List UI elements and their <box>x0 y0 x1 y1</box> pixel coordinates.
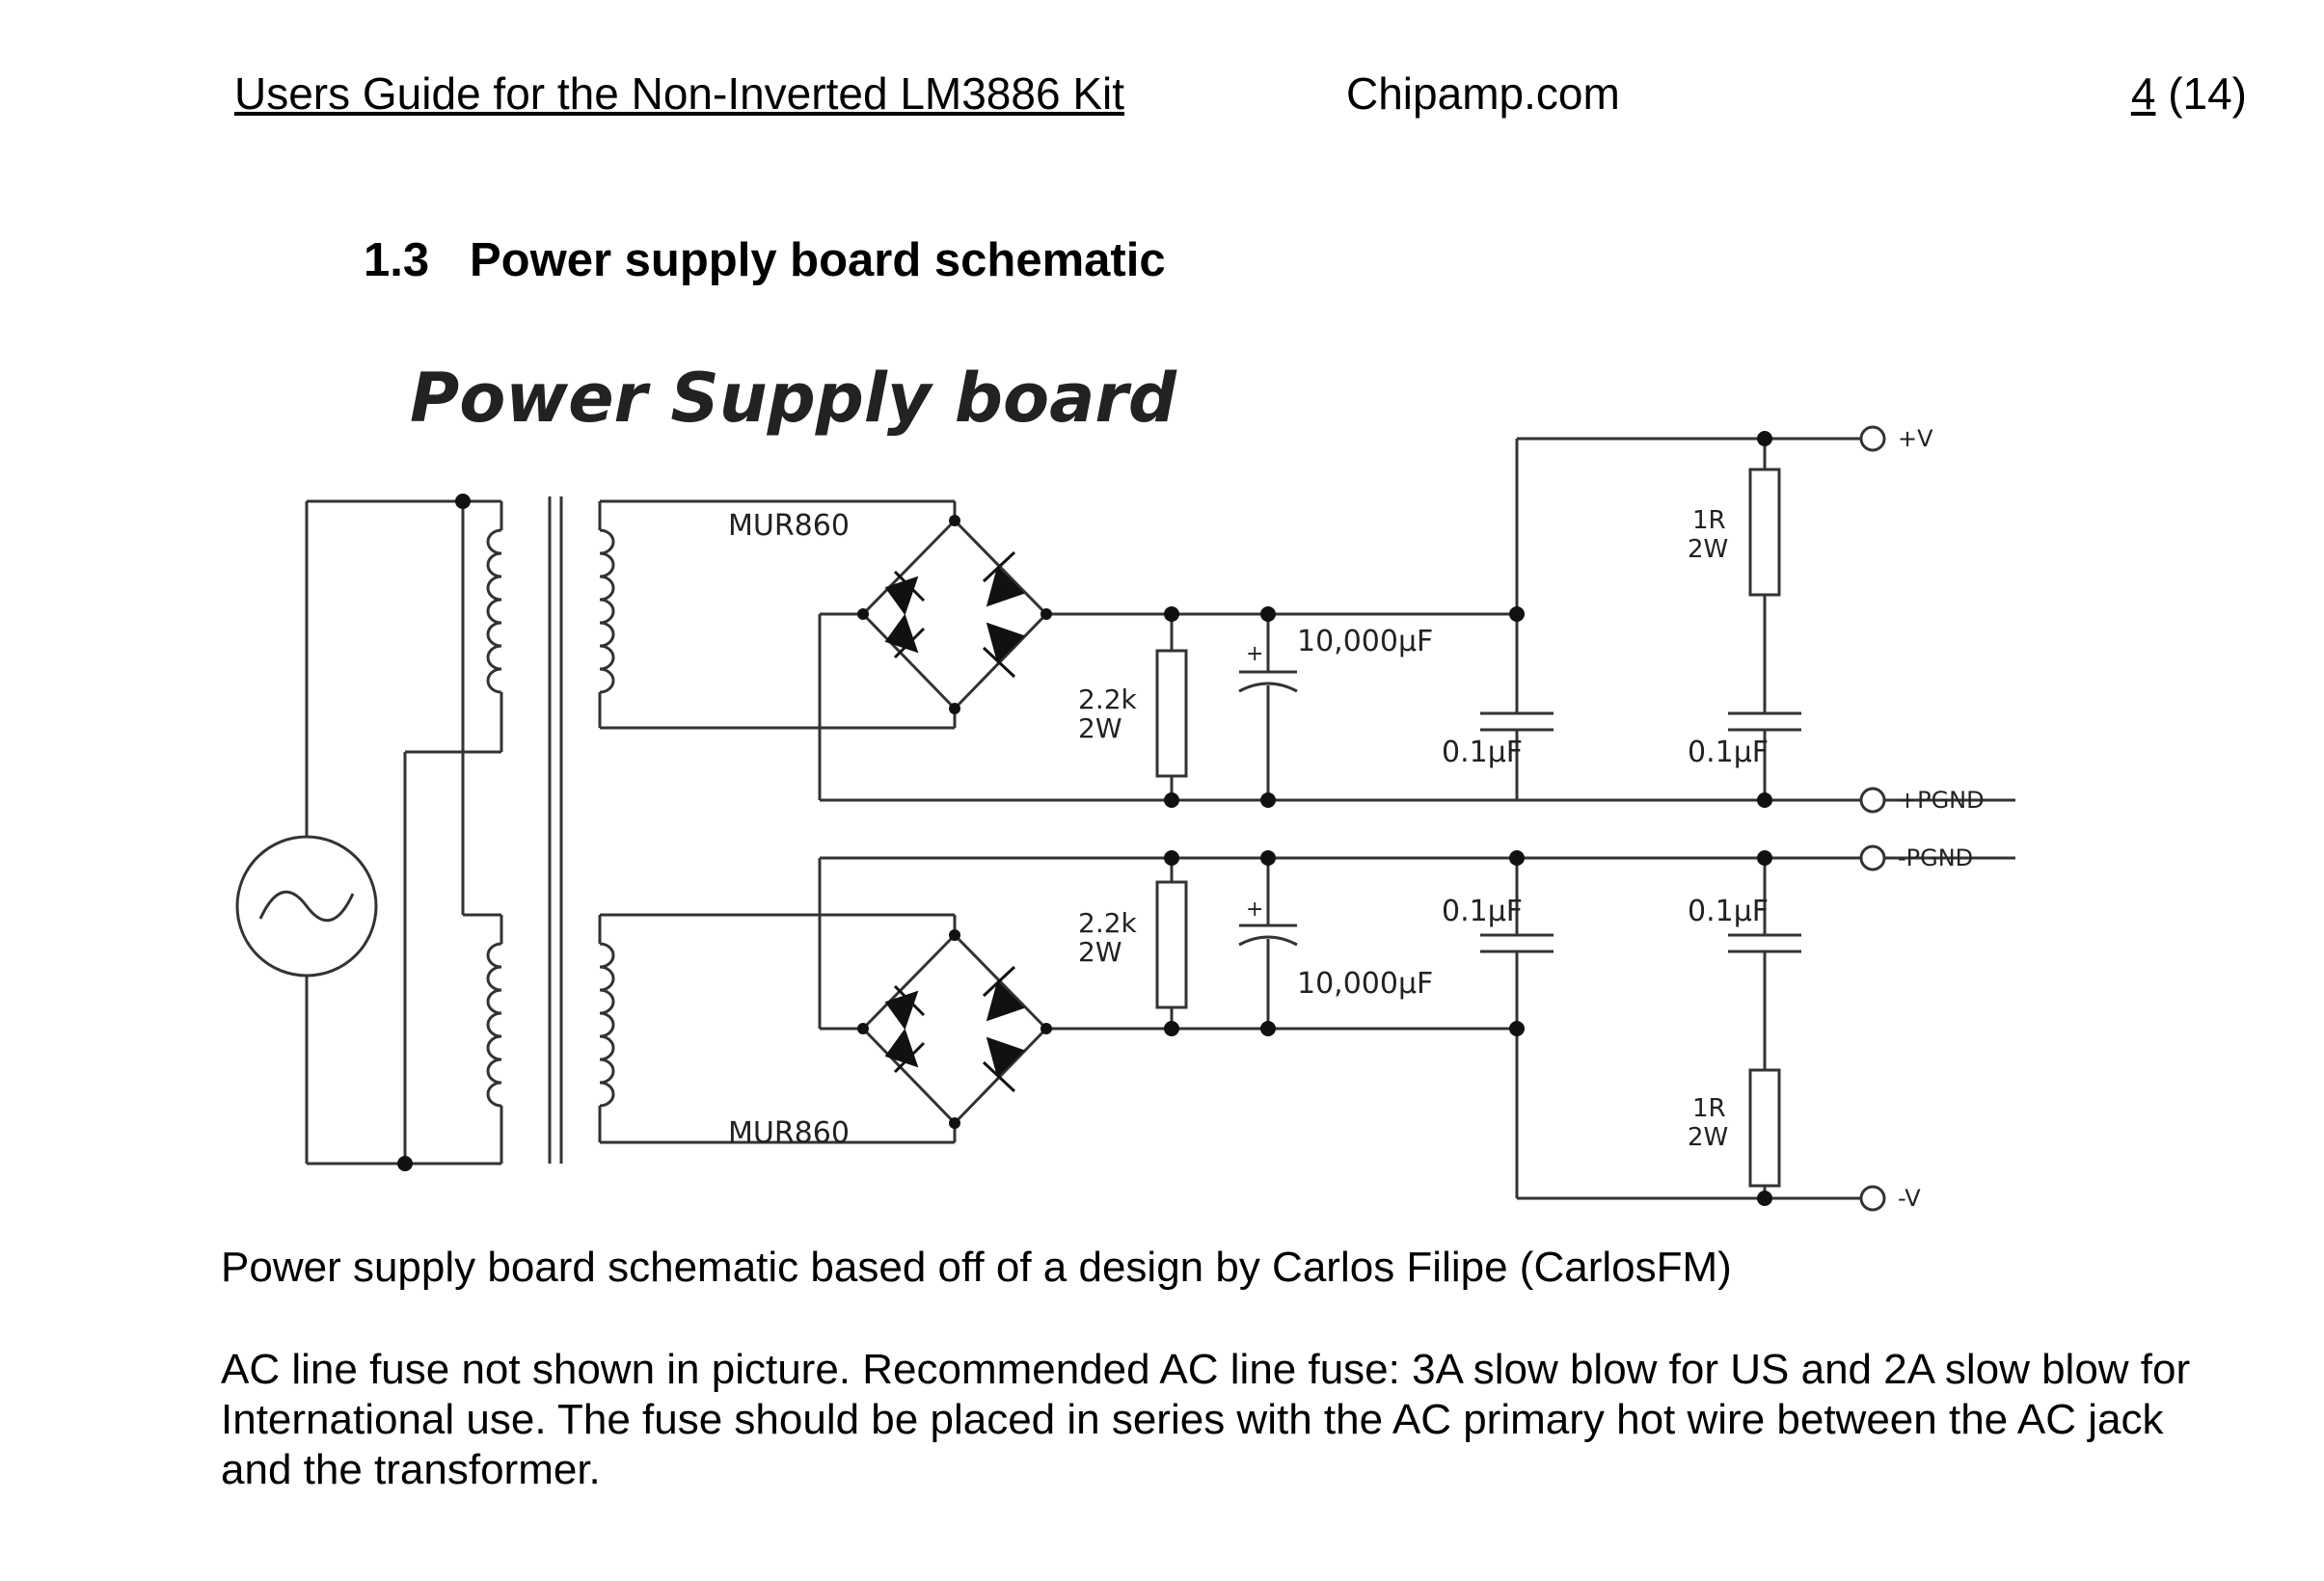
rectifier-top-label: MUR860 <box>728 509 850 543</box>
film-capacitor-4 <box>1728 858 1801 1070</box>
section-title: Power supply board schematic <box>470 234 1166 286</box>
page-number: 4 (14) <box>2131 67 2247 120</box>
main-cap-top-polarity: + <box>1246 642 1263 666</box>
main-capacitor-bottom <box>1238 858 1298 1029</box>
bleed-resistor-top <box>1155 649 1188 778</box>
main-cap-bottom-polarity: + <box>1246 898 1263 922</box>
terminal-neg-v <box>1859 1185 1886 1212</box>
terminal-pos-v <box>1859 425 1886 452</box>
bridge-rectifier-bottom <box>860 932 1049 1126</box>
output-resistor-bottom-power: 2W <box>1688 1123 1728 1152</box>
bridge-rectifier-top <box>860 518 1049 711</box>
film-capacitor-3 <box>1480 858 1554 1029</box>
schematic-title: Power Supply board <box>410 359 1177 438</box>
section-number: 1.3 <box>364 234 430 286</box>
terminal-neg-v-label: -V <box>1898 1185 1921 1212</box>
output-resistor-top <box>1748 468 1781 597</box>
output-resistor-bottom <box>1748 1068 1781 1188</box>
terminal-neg-gnd-label: -PGND <box>1898 844 1973 871</box>
film-cap-4-value: 0.1µF <box>1688 895 1769 928</box>
document-title: Users Guide for the Non-Inverted LM3886 … <box>234 68 1125 119</box>
film-cap-1-value: 0.1µF <box>1442 736 1523 769</box>
bleed-resistor-bottom-value: 2.2k <box>1078 907 1138 939</box>
terminal-pos-gnd <box>1859 787 1886 814</box>
fuse-note: AC line fuse not shown in picture. Recom… <box>221 1346 2191 1493</box>
terminal-pos-gnd-label: +PGND <box>1898 787 1985 814</box>
output-resistor-top-value: 1R <box>1692 506 1726 535</box>
site-name: Chipamp.com <box>1346 68 1620 119</box>
rectifier-bottom-label: MUR860 <box>728 1116 850 1150</box>
film-cap-3-value: 0.1µF <box>1442 895 1523 928</box>
transformer-secondary-top <box>599 528 615 694</box>
bleed-resistor-top-power: 2W <box>1078 712 1122 744</box>
bleed-resistor-top-value: 2.2k <box>1078 683 1138 715</box>
power-supply-schematic: Power Supply board MUR860 MUR860 2.2k 2W… <box>235 359 2015 1212</box>
output-resistor-bottom-value: 1R <box>1692 1094 1726 1123</box>
terminal-neg-gnd <box>1859 844 1886 871</box>
transformer-secondary-bottom <box>599 942 615 1108</box>
output-resistor-top-power: 2W <box>1688 535 1728 564</box>
film-capacitor-1 <box>1480 614 1554 800</box>
page-total: (14) <box>2168 68 2247 119</box>
main-cap-bottom-value: 10,000µF <box>1297 967 1433 1001</box>
transformer-primary-top <box>486 528 502 694</box>
film-capacitor-2 <box>1728 711 1801 800</box>
main-capacitor-top <box>1238 614 1298 800</box>
transformer-primary-bottom <box>486 942 502 1108</box>
page-current: 4 <box>2130 68 2156 119</box>
film-cap-2-value: 0.1µF <box>1688 736 1769 769</box>
terminal-pos-v-label: +V <box>1898 425 1933 452</box>
bleed-resistor-bottom-power: 2W <box>1078 936 1122 968</box>
figure-caption: Power supply board schematic based off o… <box>221 1244 1732 1291</box>
bleed-resistor-bottom <box>1155 880 1188 1009</box>
section-heading: 1.3 Power supply board schematic <box>364 233 1166 287</box>
main-cap-top-value: 10,000µF <box>1297 625 1433 658</box>
